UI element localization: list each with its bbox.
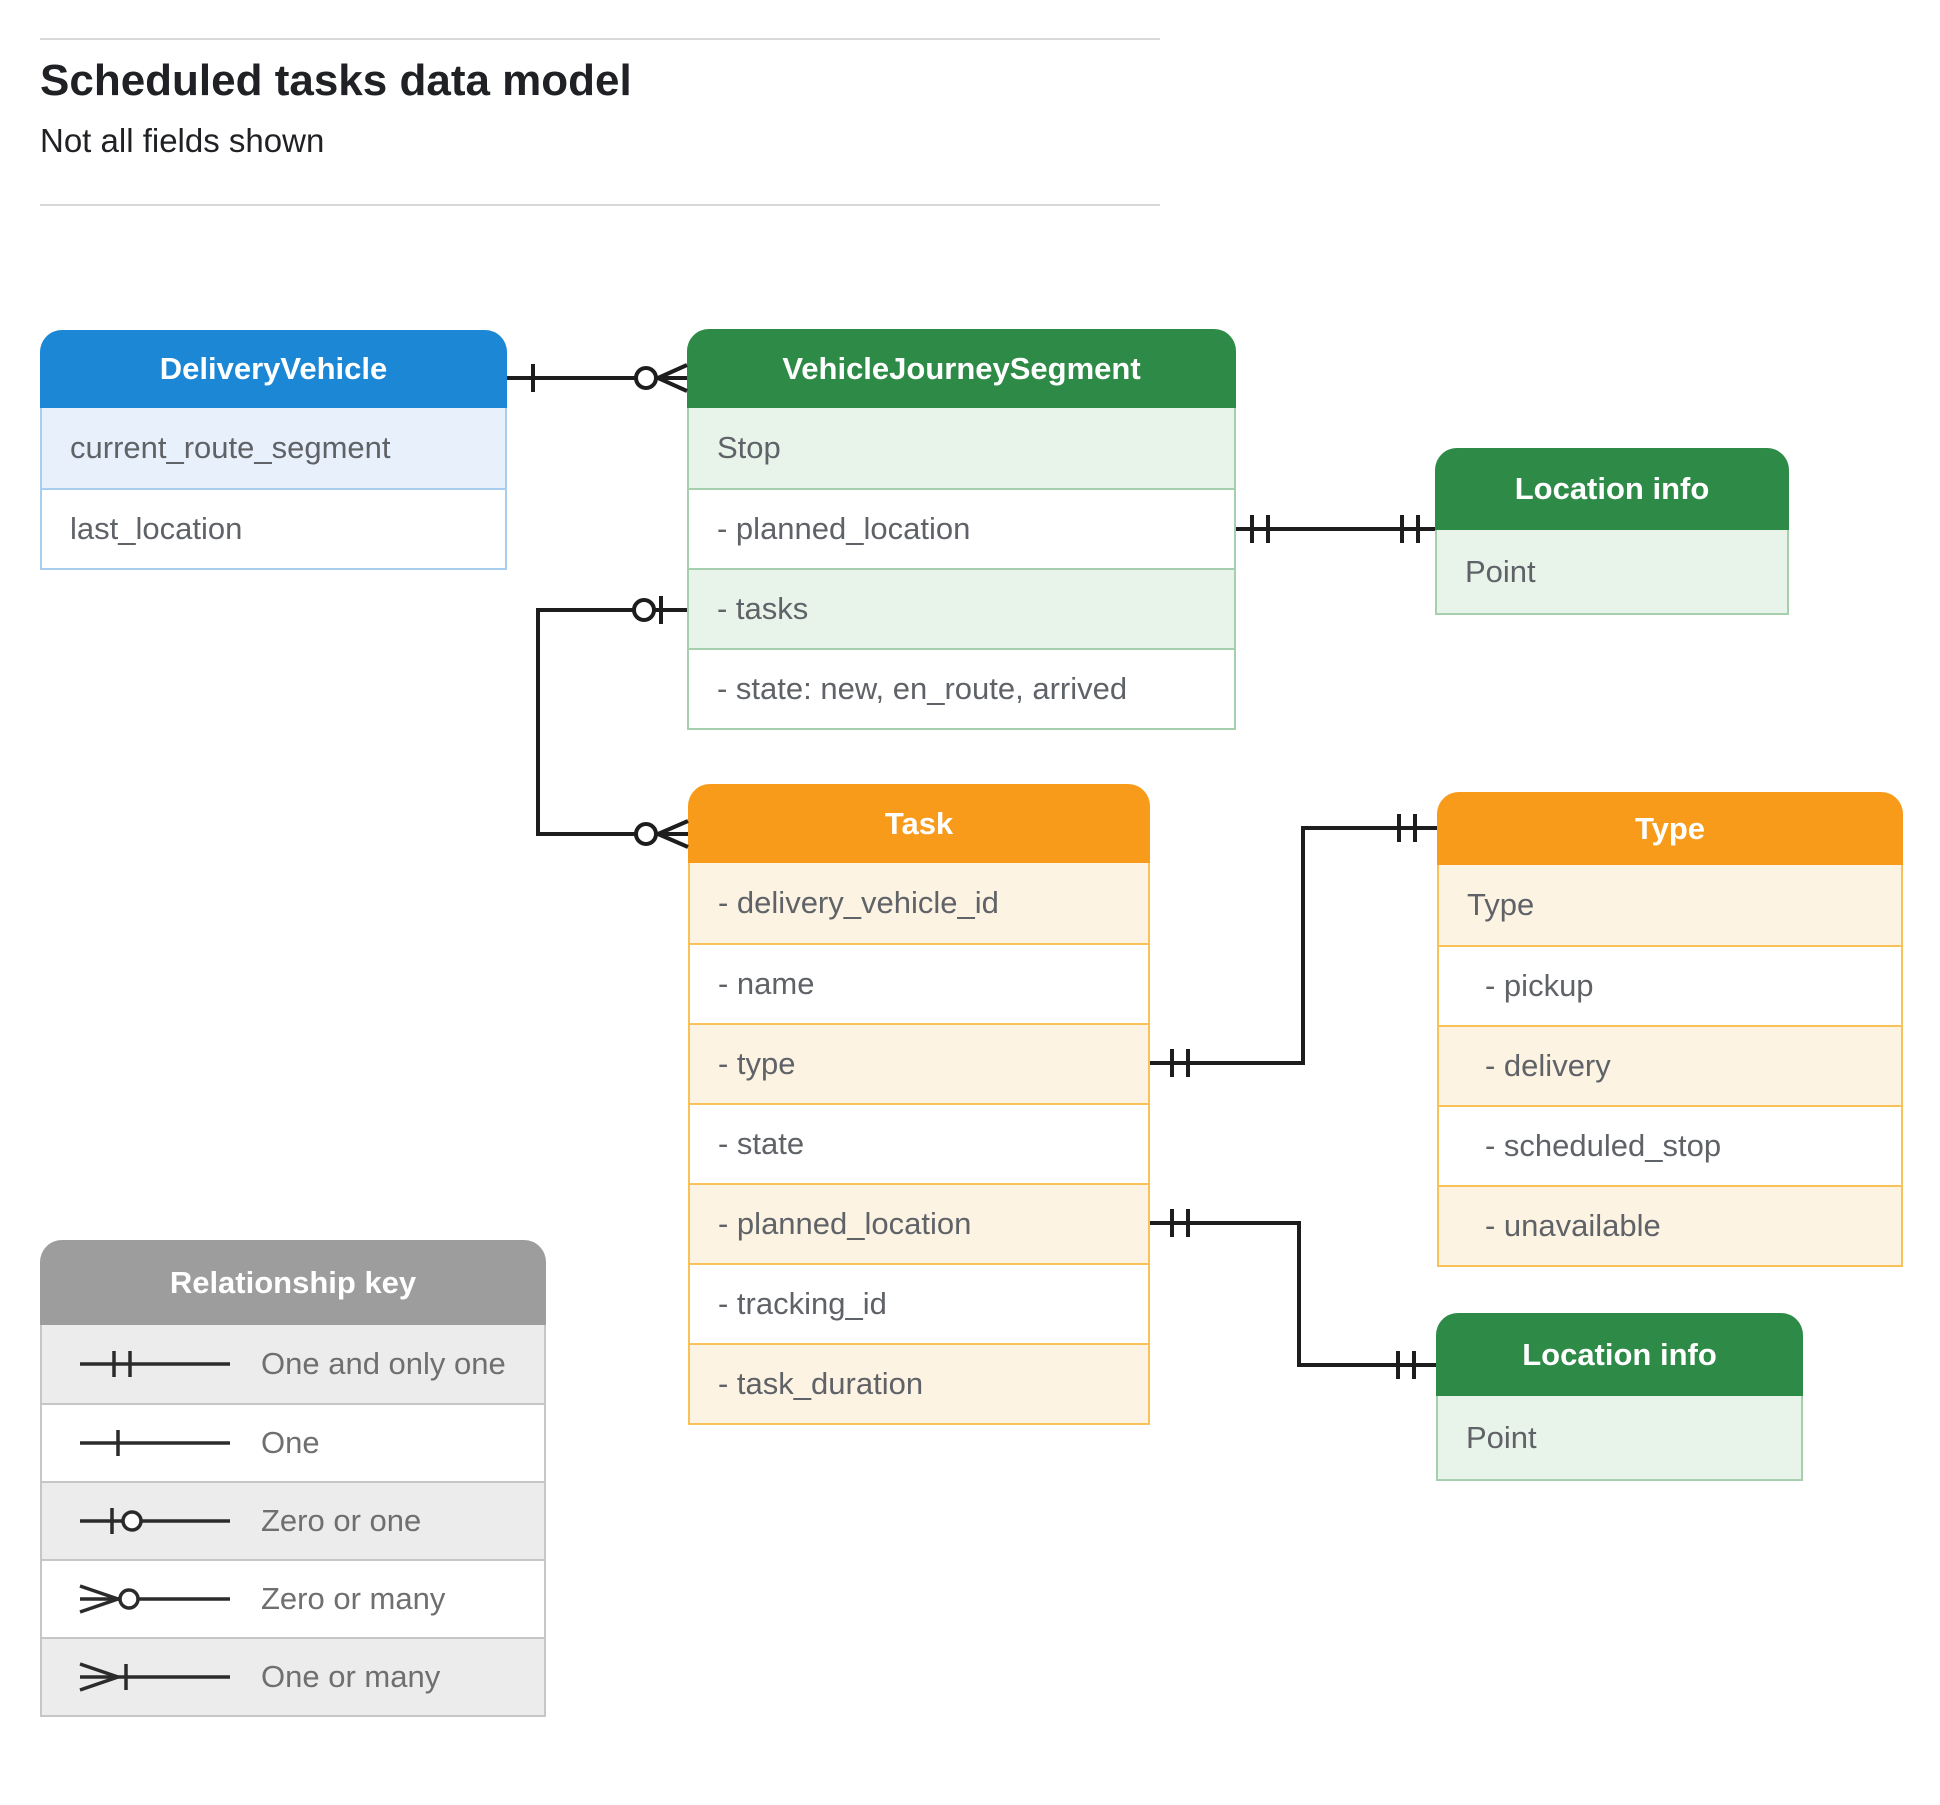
legend-item-one-or-many: One or many	[42, 1637, 544, 1715]
connector-taskplannedlocation-to-locationinfo-bottom	[1150, 1209, 1436, 1379]
field-stop: Stop	[689, 408, 1234, 488]
zero-or-many-symbol-icon	[79, 1584, 230, 1614]
field-planned-location: - planned_location	[689, 488, 1234, 568]
legend-item-zero-or-many: Zero or many	[42, 1559, 544, 1637]
legend-item-label: One and only one	[261, 1346, 506, 1381]
field-task-planned-location: - planned_location	[690, 1183, 1148, 1263]
field-pickup: - pickup	[1439, 945, 1901, 1025]
entity-vehicle-journey-segment-rows: Stop - planned_location - tasks - state:…	[687, 408, 1236, 730]
entity-location-info-top: Location info Point	[1435, 448, 1789, 615]
page-subtitle: Not all fields shown	[40, 122, 325, 159]
entity-type: Type Type - pickup - delivery - schedule…	[1437, 792, 1903, 1267]
connector-tasktype-to-type	[1150, 814, 1437, 1077]
legend-item-label: One	[261, 1425, 320, 1460]
title-divider	[40, 204, 1160, 206]
field-last-location: last_location	[42, 488, 505, 568]
entity-task-header: Task	[688, 784, 1150, 863]
entity-location-info-top-header: Location info	[1435, 448, 1789, 530]
field-state: - state: new, en_route, arrived	[689, 648, 1234, 728]
field-current-route-segment: current_route_segment	[42, 408, 505, 488]
one-symbol-icon	[80, 1430, 230, 1456]
field-scheduled-stop: - scheduled_stop	[1439, 1105, 1901, 1185]
top-divider	[40, 38, 1160, 40]
relationship-key-legend: Relationship key One and only one One Ze…	[40, 1240, 546, 1717]
legend-item-label: One or many	[261, 1659, 441, 1694]
field-point: Point	[1437, 530, 1787, 613]
field-tasks: - tasks	[689, 568, 1234, 648]
entity-delivery-vehicle-header: DeliveryVehicle	[40, 330, 507, 408]
relationship-key-header: Relationship key	[40, 1240, 546, 1325]
connector-plannedlocation-to-locationinfo-top	[1236, 515, 1435, 543]
entity-task: Task - delivery_vehicle_id - name - type…	[688, 784, 1150, 1425]
connector-deliveryvehicle-to-vehiclejourneysegment	[507, 363, 688, 393]
entity-location-info-bottom-header: Location info	[1436, 1313, 1803, 1396]
legend-item-one-and-only-one: One and only one	[42, 1325, 544, 1403]
entity-vehicle-journey-segment: VehicleJourneySegment Stop - planned_loc…	[687, 329, 1236, 730]
entity-vehicle-journey-segment-header: VehicleJourneySegment	[687, 329, 1236, 408]
field-name: - name	[690, 943, 1148, 1023]
entity-type-header: Type	[1437, 792, 1903, 865]
page-title: Scheduled tasks data model	[40, 56, 632, 105]
field-type: - type	[690, 1023, 1148, 1103]
legend-item-label: Zero or many	[261, 1581, 446, 1616]
field-task-state: - state	[690, 1103, 1148, 1183]
field-type-label: Type	[1439, 865, 1901, 945]
one-or-many-symbol-icon	[79, 1662, 230, 1692]
entity-location-info-bottom: Location info Point	[1436, 1313, 1803, 1481]
legend-item-one: One	[42, 1403, 544, 1481]
field-unavailable: - unavailable	[1439, 1185, 1901, 1265]
relationship-key-rows: One and only one One Zero or one Zero or…	[40, 1325, 546, 1717]
connector-tasks-to-task	[536, 596, 689, 849]
legend-item-zero-or-one: Zero or one	[42, 1481, 544, 1559]
entity-location-info-top-rows: Point	[1435, 530, 1789, 615]
field-delivery-vehicle-id: - delivery_vehicle_id	[690, 863, 1148, 943]
field-tracking-id: - tracking_id	[690, 1263, 1148, 1343]
one-and-only-one-symbol-icon	[80, 1351, 230, 1377]
entity-delivery-vehicle-rows: current_route_segment last_location	[40, 408, 507, 570]
field-task-duration: - task_duration	[690, 1343, 1148, 1423]
zero-or-one-symbol-icon	[80, 1508, 230, 1534]
entity-location-info-bottom-rows: Point	[1436, 1396, 1803, 1481]
legend-item-label: Zero or one	[261, 1503, 422, 1538]
field-delivery: - delivery	[1439, 1025, 1901, 1105]
entity-type-rows: Type - pickup - delivery - scheduled_sto…	[1437, 865, 1903, 1267]
entity-task-rows: - delivery_vehicle_id - name - type - st…	[688, 863, 1150, 1425]
field-point-bottom: Point	[1438, 1396, 1801, 1479]
entity-delivery-vehicle: DeliveryVehicle current_route_segment la…	[40, 330, 507, 570]
